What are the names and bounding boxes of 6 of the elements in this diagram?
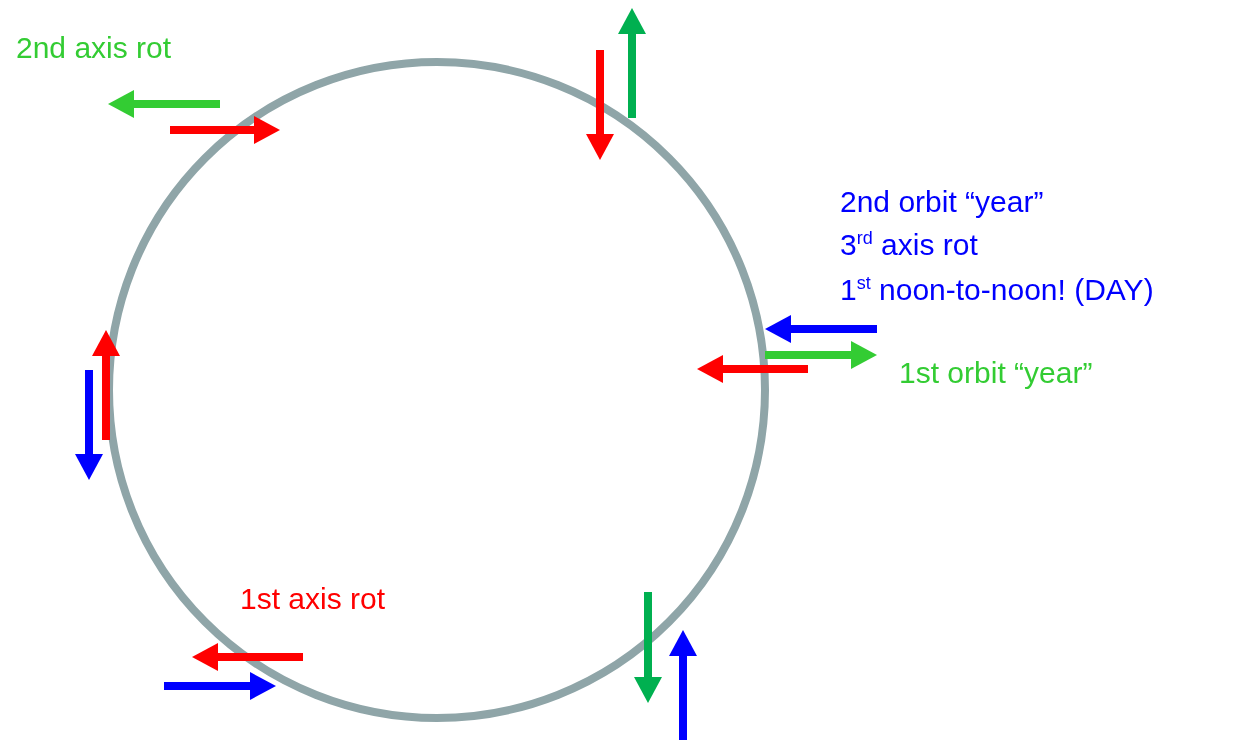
annotation-text: 2nd axis rot	[16, 31, 172, 65]
annotation-text: 1$^{st}$ noon-to-noon! (DAY)	[840, 273, 1154, 307]
annotation-text: 1st axis rot	[240, 582, 386, 616]
annotation-text: 3$^{rd}$ axis rot	[840, 228, 978, 262]
annotation-text: 2nd orbit “year”	[840, 185, 1044, 219]
annotation-text: 1st orbit “year”	[899, 356, 1093, 390]
